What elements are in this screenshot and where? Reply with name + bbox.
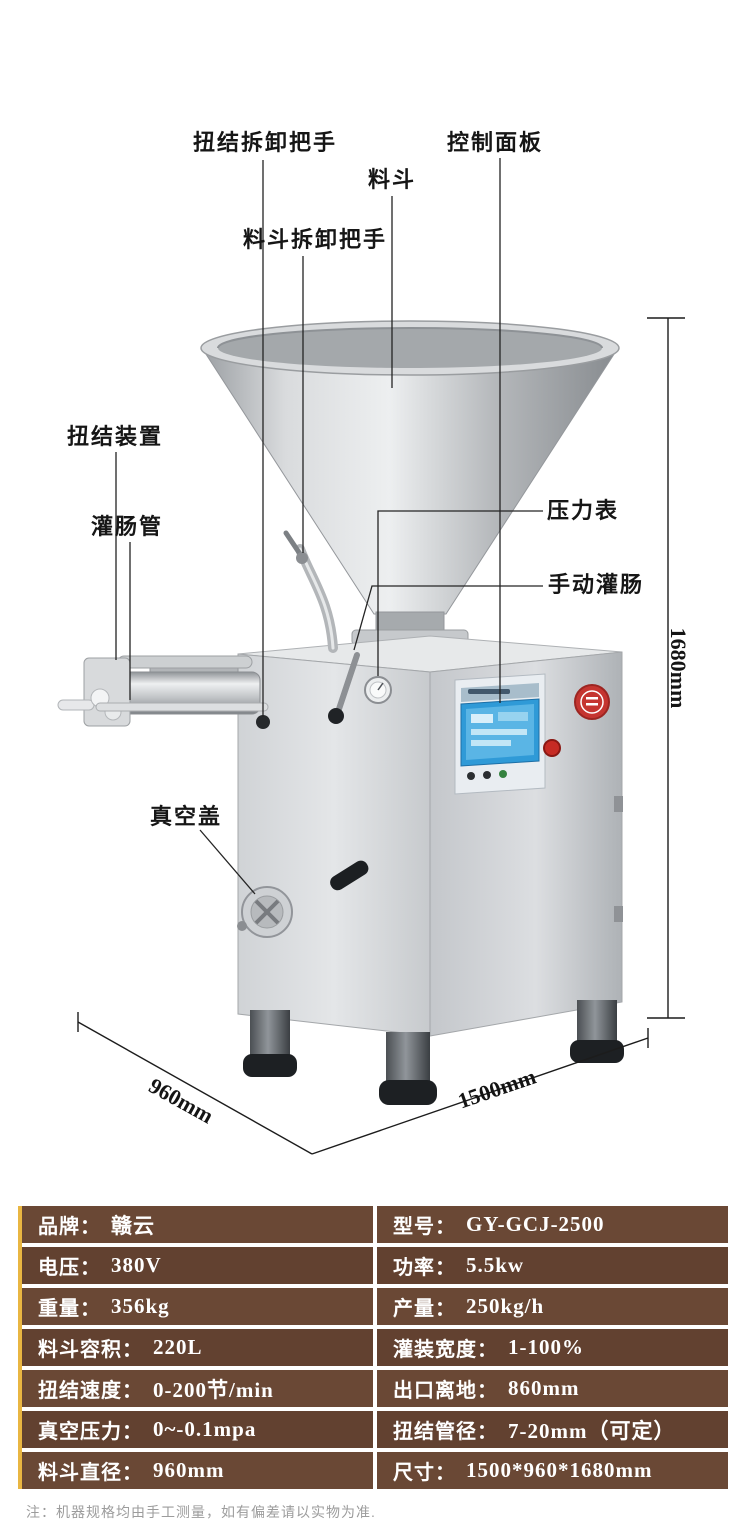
spec-cell-weight: 重量： 356kg xyxy=(22,1288,373,1325)
twist-detach-knob xyxy=(256,715,270,729)
callout-hopper: 料斗 xyxy=(367,167,417,192)
spec-label: 型号： xyxy=(393,1216,456,1238)
callout-twist-device: 扭结装置 xyxy=(66,424,164,449)
spec-value: 356kg xyxy=(111,1294,170,1318)
dimension-lines xyxy=(77,317,685,1155)
spec-value: 380V xyxy=(111,1253,162,1277)
dimension-height: 1680mm xyxy=(666,627,691,709)
spec-rows: 品牌： 赣云 型号： GY-GCJ-2500 电压： 380V 功率： 5.5kw 重量… xyxy=(22,1206,728,1489)
spec-cell-hopper-volume: 料斗容积： 220L xyxy=(22,1329,373,1366)
hopper-clamp-handle xyxy=(296,552,308,564)
callout-filling-tube: 灌肠管 xyxy=(90,514,164,539)
spec-label: 扭结管径： xyxy=(393,1421,498,1443)
filling-tube-part xyxy=(95,702,269,712)
spec-label: 出口离地： xyxy=(393,1380,498,1402)
spec-value: 1500*960*1680mm xyxy=(466,1458,653,1482)
brand-logo-icon xyxy=(574,684,610,720)
table-accent-bar xyxy=(18,1206,22,1489)
hinge-icon xyxy=(614,906,623,922)
spec-value: 0~-0.1mpa xyxy=(153,1417,257,1441)
emergency-stop-button xyxy=(543,739,561,757)
spec-label: 扭结速度： xyxy=(38,1380,143,1402)
spec-cell-model: 型号： GY-GCJ-2500 xyxy=(377,1206,728,1243)
callout-hopper-detach-handle: 料斗拆卸把手 xyxy=(242,227,388,252)
spec-label: 灌装宽度： xyxy=(393,1339,498,1361)
spec-cell-twist-tube-diameter: 扭结管径： 7-20mm（可定） xyxy=(377,1411,728,1448)
spec-row: 重量： 356kg 产量： 250kg/h xyxy=(22,1288,728,1325)
spec-row: 品牌： 赣云 型号： GY-GCJ-2500 xyxy=(22,1206,728,1243)
bent-pipe-part xyxy=(283,530,338,653)
spec-label: 电压： xyxy=(38,1257,101,1279)
spec-row: 扭结速度： 0-200节/min 出口离地： 860mm xyxy=(22,1370,728,1407)
machine-illustration xyxy=(57,158,685,1155)
annotated-machine-figure: 扭结拆卸把手 控制面板 料斗 料斗拆卸把手 扭结装置 灌肠管 压力表 手动灌肠 … xyxy=(57,130,691,1155)
spec-row: 真空压力： 0~-0.1mpa 扭结管径： 7-20mm（可定） xyxy=(22,1411,728,1448)
spec-cell-vacuum-pressure: 真空压力： 0~-0.1mpa xyxy=(22,1411,373,1448)
manual-lever-part xyxy=(328,652,360,724)
spec-value: 赣云 xyxy=(111,1213,155,1238)
callout-pressure-gauge: 压力表 xyxy=(546,498,620,523)
spec-note: 注：机器规格均由手工测量，如有偏差请以实物为准. xyxy=(26,1504,376,1520)
spec-cell-filling-range: 灌装宽度： 1-100% xyxy=(377,1329,728,1366)
spec-label: 品牌： xyxy=(38,1216,101,1238)
callout-lines xyxy=(115,158,543,895)
spec-cell-outlet-height: 出口离地： 860mm xyxy=(377,1370,728,1407)
spec-label: 产量： xyxy=(393,1298,456,1320)
spec-label: 真空压力： xyxy=(38,1421,143,1443)
spec-value: 1-100% xyxy=(508,1335,584,1359)
spec-table: 品牌： 赣云 型号： GY-GCJ-2500 电压： 380V 功率： 5.5kw 重量… xyxy=(18,1206,728,1520)
spec-label: 料斗直径： xyxy=(38,1462,143,1484)
spec-label: 料斗容积： xyxy=(38,1339,143,1361)
spec-cell-output: 产量： 250kg/h xyxy=(377,1288,728,1325)
spec-value: 860mm xyxy=(508,1376,580,1400)
control-panel-part xyxy=(454,673,561,795)
spec-label: 尺寸： xyxy=(393,1462,456,1484)
piston-twist-assembly xyxy=(57,655,270,729)
spec-value: GY-GCJ-2500 xyxy=(466,1212,605,1236)
hopper-part xyxy=(200,320,620,646)
machine-body xyxy=(237,635,623,1037)
spec-label: 功率： xyxy=(393,1257,456,1279)
spec-value: 7-20mm（可定） xyxy=(508,1418,676,1443)
spec-cell-power: 功率： 5.5kw xyxy=(377,1247,728,1284)
spec-row: 电压： 380V 功率： 5.5kw xyxy=(22,1247,728,1284)
front-handle-part xyxy=(330,860,369,891)
spec-cell-twist-speed: 扭结速度： 0-200节/min xyxy=(22,1370,373,1407)
pressure-gauge-dial xyxy=(364,676,392,704)
spec-value: 0-200节/min xyxy=(153,1377,274,1402)
spec-row: 料斗容积： 220L 灌装宽度： 1-100% xyxy=(22,1329,728,1366)
hinge-icon xyxy=(614,796,623,812)
machine-legs xyxy=(243,1000,624,1105)
spec-cell-voltage: 电压： 380V xyxy=(22,1247,373,1284)
callout-twist-detach-handle: 扭结拆卸把手 xyxy=(192,130,338,155)
callout-control-panel: 控制面板 xyxy=(446,130,544,155)
callout-vacuum-cover: 真空盖 xyxy=(149,804,223,829)
spec-cell-size: 尺寸： 1500*960*1680mm xyxy=(377,1452,728,1489)
spec-value: 250kg/h xyxy=(466,1294,545,1318)
callout-manual-filling: 手动灌肠 xyxy=(547,572,645,597)
spec-cell-hopper-diameter: 料斗直径： 960mm xyxy=(22,1452,373,1489)
vacuum-cover-part xyxy=(237,886,293,938)
spec-value: 5.5kw xyxy=(466,1253,525,1277)
spec-label: 重量： xyxy=(38,1298,101,1320)
spec-row: 料斗直径： 960mm 尺寸： 1500*960*1680mm xyxy=(22,1452,728,1489)
spec-value: 960mm xyxy=(153,1458,225,1482)
spec-value: 220L xyxy=(153,1335,203,1359)
spec-cell-brand: 品牌： 赣云 xyxy=(22,1206,373,1243)
